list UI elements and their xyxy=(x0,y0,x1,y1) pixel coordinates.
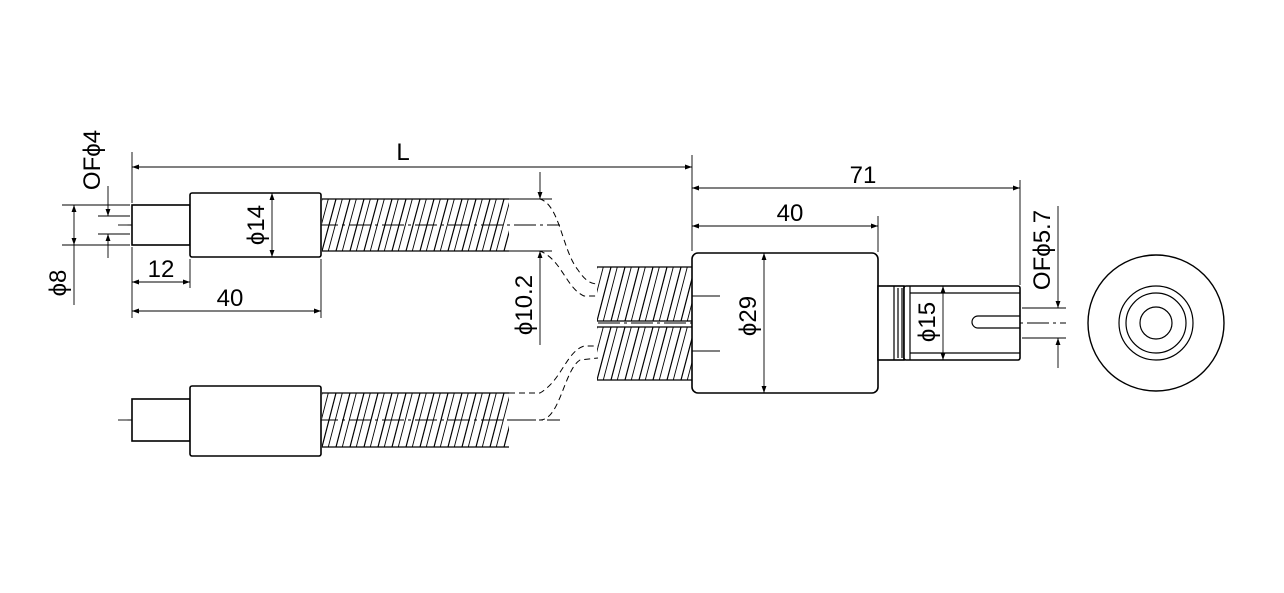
main-body xyxy=(691,252,879,394)
label-dia-14: ϕ14 xyxy=(243,205,270,245)
sleeve-lower xyxy=(189,385,322,457)
neck-flange xyxy=(877,285,905,361)
label-40-left: 40 xyxy=(217,285,244,312)
label-length-l: L xyxy=(396,139,409,166)
thread-upper xyxy=(322,199,509,251)
ferrule-tip-upper xyxy=(131,204,191,246)
label-dia-29: ϕ29 xyxy=(735,296,762,336)
label-40-right: 40 xyxy=(777,200,804,227)
shaft xyxy=(903,285,1021,361)
thread-lower xyxy=(322,393,509,447)
label-dia-10-2: ϕ10.2 xyxy=(511,275,538,335)
dimension-lines xyxy=(62,152,1066,393)
end-view xyxy=(1087,254,1225,392)
label-of-5-7: OFϕ5.7 xyxy=(1029,210,1056,290)
label-dia-15: ϕ15 xyxy=(914,302,941,342)
thread-right-upper xyxy=(597,267,692,321)
fiber-end-upper xyxy=(118,192,560,258)
label-of-4: OFϕ4 xyxy=(79,130,106,190)
sleeve-upper xyxy=(189,192,322,258)
fiber-end-lower xyxy=(118,385,560,457)
label-71: 71 xyxy=(850,162,877,189)
ferrule-tip-lower xyxy=(131,398,191,442)
sensor-head-assembly xyxy=(597,252,1066,394)
neck-rings xyxy=(893,286,903,360)
label-dia-8: ϕ8 xyxy=(45,270,72,297)
label-12: 12 xyxy=(148,256,175,283)
key-slot xyxy=(971,315,1020,329)
dimension-labels: L 71 40 12 40 OFϕ4 ϕ8 ϕ14 ϕ10.2 ϕ29 ϕ15 … xyxy=(45,130,1056,342)
thread-right-lower xyxy=(597,327,692,380)
